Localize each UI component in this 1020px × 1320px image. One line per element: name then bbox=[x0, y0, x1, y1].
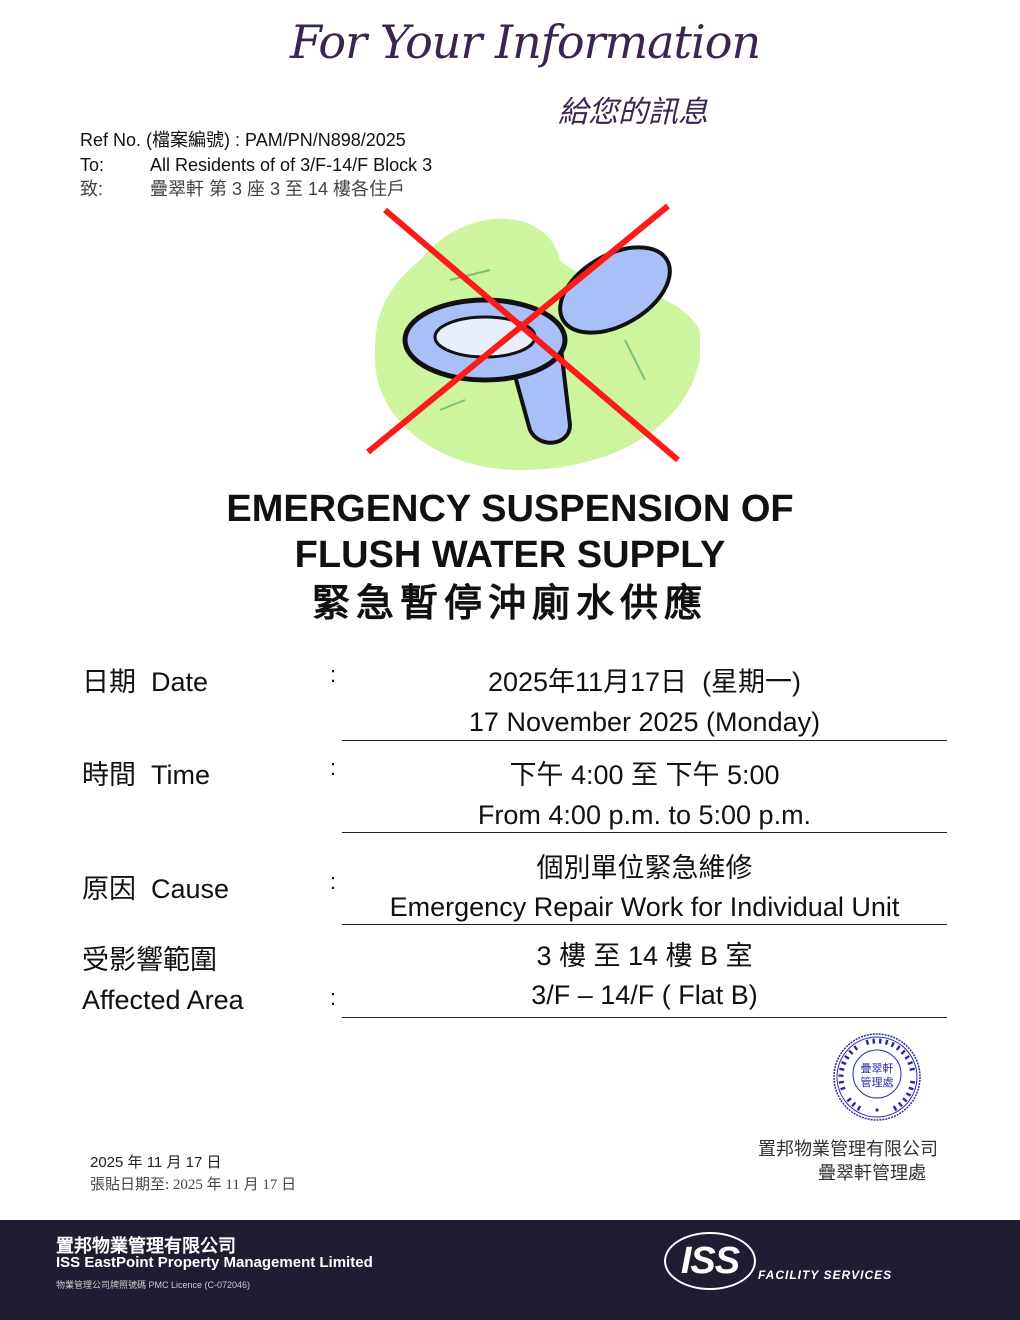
footer: 置邦物業管理有限公司 ISS EastPoint Property Manage… bbox=[0, 1220, 1020, 1320]
fyi-banner: For Your Information 給您的訊息 bbox=[290, 15, 761, 130]
stamp-letter-mark bbox=[897, 1101, 903, 1108]
to-line: To: All Residents of of 3/F-14/F Block 3 bbox=[80, 153, 432, 177]
to-zh-value: 疊翠軒 第 3 座 3 至 14 樓各住戶 bbox=[150, 179, 406, 199]
time-colon: : bbox=[330, 755, 337, 780]
to-label: To: bbox=[80, 155, 105, 175]
stamp-letter-mark bbox=[905, 1092, 912, 1097]
date-colon: : bbox=[330, 662, 337, 687]
area-label: Affected Area bbox=[82, 985, 244, 1015]
stamp-letter-mark bbox=[838, 1074, 844, 1077]
signature-company: 置邦物業管理有限公司 bbox=[758, 1139, 938, 1159]
area-colon: : bbox=[330, 985, 337, 1010]
stamp-letter-mark bbox=[840, 1086, 846, 1091]
stamp-letter-mark bbox=[844, 1054, 850, 1060]
stamp-letter-mark bbox=[841, 1060, 847, 1066]
stamp-letter-mark bbox=[908, 1086, 914, 1091]
divider bbox=[342, 740, 947, 741]
date-label: 日期 Date bbox=[82, 667, 209, 697]
stamp-letter-mark bbox=[892, 1105, 898, 1111]
cause-colon: : bbox=[330, 869, 337, 894]
footer-licence: 物業管理公司牌照號碼 PMC Licence (C-072046) bbox=[56, 1280, 251, 1290]
divider bbox=[342, 1017, 947, 1018]
stamp-letter-mark bbox=[872, 1038, 876, 1044]
stamp-letter-mark bbox=[853, 1045, 859, 1051]
to-value: All Residents of of 3/F-14/F Block 3 bbox=[150, 155, 433, 175]
date-en: 17 November 2025 (Monday) bbox=[468, 707, 821, 737]
iss-logo: ISS bbox=[664, 1232, 756, 1290]
ref-label: Ref No. (檔案編號) : bbox=[80, 130, 241, 150]
stamp-letter-mark bbox=[848, 1049, 854, 1055]
signature-office: 疊翠軒管理處 bbox=[818, 1163, 926, 1183]
stamp-letter-mark bbox=[838, 1080, 845, 1084]
title-line2: FLUSH WATER SUPPLY bbox=[294, 534, 726, 576]
stamp-letter-mark bbox=[884, 1039, 889, 1046]
time-label: 時間 Time bbox=[82, 760, 210, 790]
ref-value: PAM/PN/N898/2025 bbox=[245, 130, 406, 150]
svg-text:疊翠軒: 疊翠軒 bbox=[861, 1062, 894, 1075]
to-zh-line: 致: 疊翠軒 第 3 座 3 至 14 樓各住戶 bbox=[80, 177, 405, 201]
title-zh: 緊急暫停沖廁水供應 bbox=[311, 581, 708, 625]
stamp-letter-mark bbox=[846, 1097, 852, 1103]
divider bbox=[342, 924, 947, 925]
posting-date: 張貼日期至: 2025 年 11 月 17 日 bbox=[90, 1177, 297, 1193]
time-zh: 下午 4:00 至 下午 5:00 bbox=[509, 760, 780, 790]
stamp-letter-mark bbox=[904, 1054, 910, 1060]
ref-line: Ref No. (檔案編號) : PAM/PN/N898/2025 bbox=[80, 128, 406, 152]
cause-zh: 個別單位緊急維修 bbox=[536, 853, 753, 883]
divider bbox=[342, 832, 947, 833]
stamp-letter-mark bbox=[890, 1041, 895, 1048]
cause-en: Emergency Repair Work for Individual Uni… bbox=[389, 892, 900, 922]
stamp-letter-mark bbox=[895, 1045, 901, 1051]
stamp-letter-mark bbox=[865, 1039, 870, 1046]
stamp-ring-lettering bbox=[838, 1038, 916, 1111]
issue-date: 2025 年 11 月 17 日 bbox=[90, 1154, 222, 1171]
date-zh: 2025年11月17日 (星期一) bbox=[487, 667, 802, 697]
stamp-letter-mark bbox=[907, 1060, 913, 1066]
stamp-letter-mark bbox=[909, 1080, 916, 1084]
area-label-zh: 受影響範圍 bbox=[82, 945, 217, 975]
footer-company-en: ISS EastPoint Property Management Limite… bbox=[56, 1254, 373, 1271]
title-line1: EMERGENCY SUSPENSION OF bbox=[226, 488, 794, 530]
banner-zh: 給您的訊息 bbox=[558, 96, 708, 129]
svg-text:管理處: 管理處 bbox=[861, 1075, 894, 1089]
company-stamp: 疊翠軒 管理處 bbox=[833, 1033, 921, 1121]
time-en: From 4:00 p.m. to 5:00 p.m. bbox=[477, 800, 812, 830]
stamp-letter-mark bbox=[909, 1067, 915, 1071]
area-en: 3/F – 14/F ( Flat B) bbox=[531, 980, 758, 1010]
cause-label: 原因 Cause bbox=[82, 874, 230, 904]
stamp-letter-mark bbox=[839, 1067, 845, 1071]
iss-tagline: FACILITY SERVICES bbox=[758, 1268, 893, 1282]
toilet-crossed-out-icon bbox=[366, 203, 700, 470]
stamp-letter-mark bbox=[900, 1049, 906, 1055]
stamp-letter-mark bbox=[851, 1101, 857, 1108]
to-zh-label: 致: bbox=[80, 179, 104, 199]
stamp-letter-mark bbox=[856, 1105, 862, 1111]
stamp-letter-mark bbox=[878, 1038, 882, 1044]
banner-en: For Your Information bbox=[290, 15, 761, 69]
footer-company-zh: 置邦物業管理有限公司 bbox=[56, 1236, 236, 1256]
area-zh: 3 樓 至 14 樓 B 室 bbox=[536, 941, 753, 971]
stamp-letter-mark bbox=[902, 1097, 908, 1103]
iss-logo-text: ISS bbox=[680, 1240, 740, 1282]
